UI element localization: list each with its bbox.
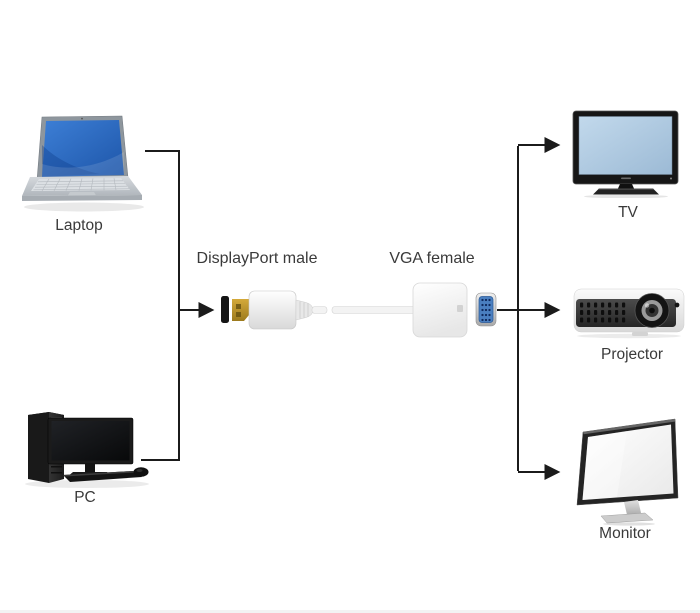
projector-shadow [577,333,681,339]
tv-stand-base [593,188,659,195]
pc-label: PC [74,489,96,506]
monitor-stand-base [600,512,654,524]
tv-logo-mark [621,177,631,180]
projector-foot [632,332,648,336]
adapter-cable [331,306,418,314]
monitor-shadow [603,522,655,526]
adapter-box-indent [457,305,463,312]
dp-port-cap-icon [221,296,229,323]
projector-illustration [573,288,685,339]
pc-shadow [25,480,149,488]
dp-plug-gold-tip [232,299,249,321]
pc-mouse-highlight [136,468,143,473]
laptop-illustration [22,115,144,212]
vga-female-label: VGA female [389,250,475,267]
pc-monitor-neck [85,464,95,472]
strain-relief-ridges [299,301,309,319]
source-bracket-line [141,150,180,461]
tv-shadow [584,194,668,198]
adapter-box [412,282,468,338]
dp-plug-pin [236,312,241,317]
tv-illustration [572,110,679,198]
tv-stand-neck [618,184,634,189]
displayport-male-label: DisplayPort male [196,250,318,267]
laptop-screen [42,120,124,177]
pc-illustration [25,412,149,488]
cable-strain-relief [295,299,314,321]
pc-tower-side [28,412,49,483]
projector-vents [580,302,626,323]
laptop-webcam-dot [81,117,83,120]
projector-label: Projector [600,346,664,363]
tv-screen [578,116,673,175]
projector-sensor-dot [674,302,680,308]
laptop-shadow [24,202,144,212]
adapter-cable [311,306,328,314]
pc-monitor-screen [51,421,130,461]
laptop-front-edge [22,195,142,201]
laptop-screen-swoosh [42,152,124,177]
dp-to-vga-adapter-illustration [221,282,497,338]
projector-lens-icon [634,293,670,328]
dp-plug-body [248,290,297,330]
monitor-screen [582,424,674,500]
laptop-key-grid [33,178,130,192]
pc-keyboard [63,471,142,482]
dp-plug-pin [236,304,241,309]
monitor-screen-reflection [582,431,627,500]
monitor-label: Monitor [599,525,651,542]
laptop-screen-shade [42,145,100,177]
page-bottom-edge [0,610,700,613]
vga-port-pins [481,298,491,322]
pc-mouse [133,467,149,477]
tv-label: TV [618,204,638,221]
monitor-top-edge [583,419,676,435]
laptop-label: Laptop [55,217,103,234]
monitor-illustration [576,418,679,526]
tv-power-dot [670,177,672,180]
tv-stand-highlight [598,188,654,190]
pc-keyboard-highlight [63,471,135,477]
